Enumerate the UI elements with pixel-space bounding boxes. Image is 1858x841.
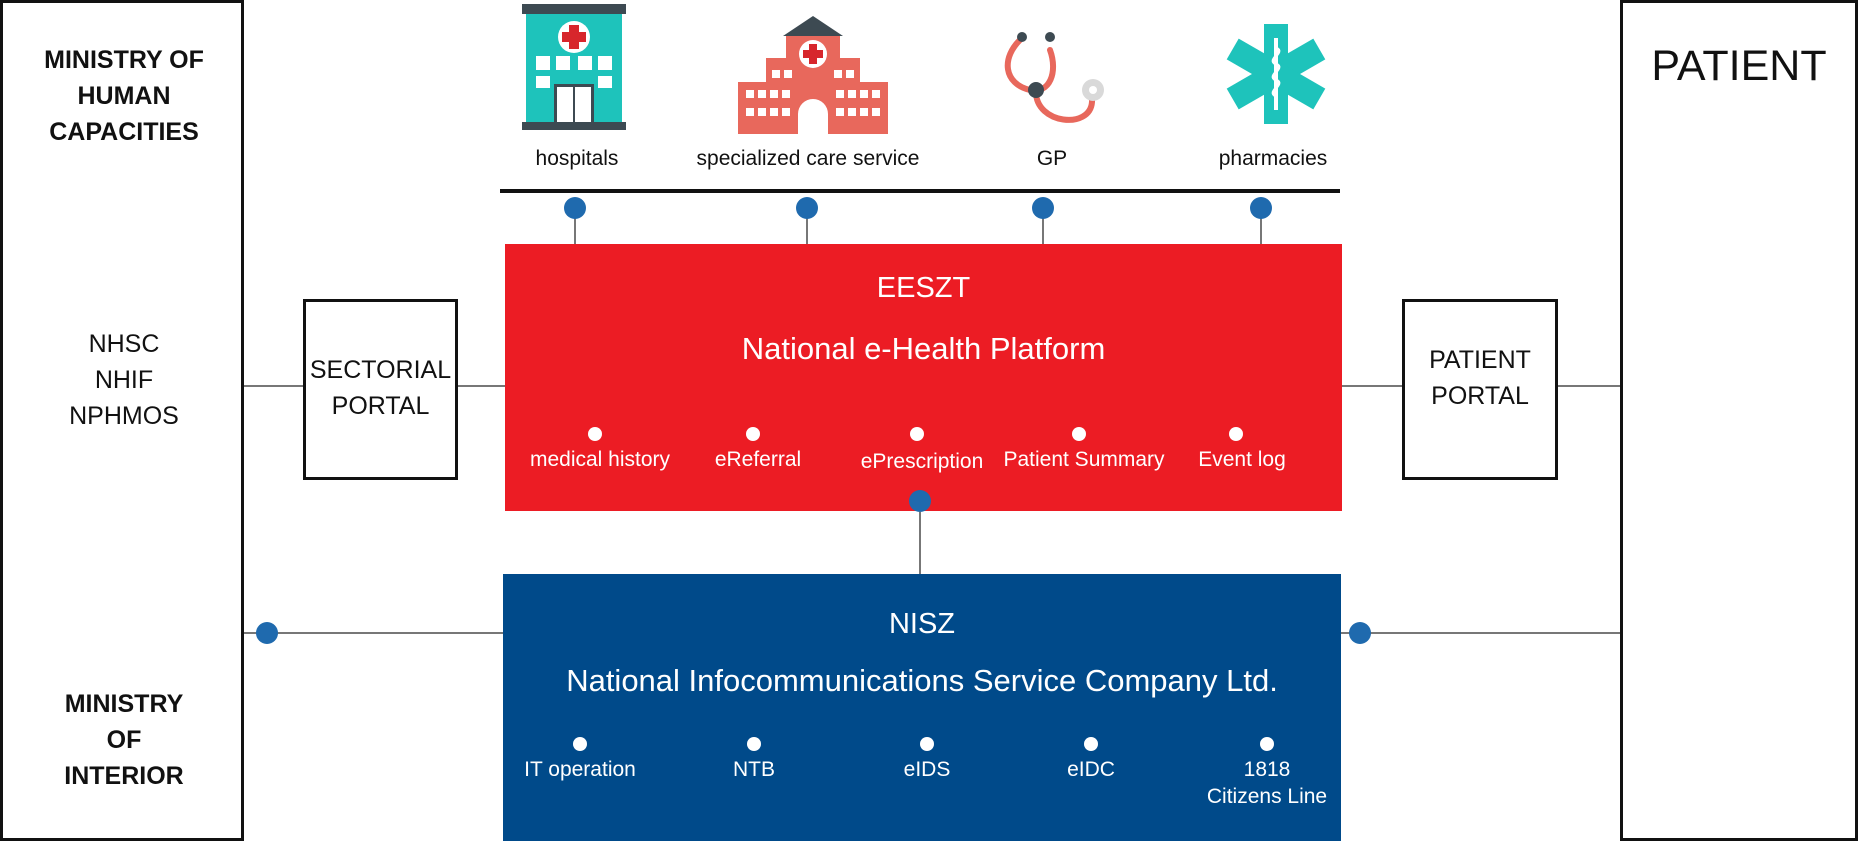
eeszt-title: EESZT bbox=[876, 272, 971, 304]
service-ereferral: eReferral bbox=[714, 448, 802, 471]
nisz-title: NISZ bbox=[888, 608, 956, 640]
connector-dot bbox=[1250, 197, 1272, 219]
service-dot bbox=[588, 427, 602, 441]
agency-list: NHSC NHIF NPHMOS bbox=[69, 330, 179, 430]
connector-line bbox=[244, 632, 503, 634]
service-it-operation: IT operation bbox=[524, 758, 636, 781]
clinic-building-icon bbox=[738, 16, 888, 134]
service-eids: eIDS bbox=[903, 758, 951, 781]
service-medical-history: medical history bbox=[529, 448, 671, 471]
connector-line bbox=[1042, 208, 1044, 244]
connector-dot bbox=[256, 622, 278, 644]
connector-dot bbox=[564, 197, 586, 219]
connector-dot bbox=[1032, 197, 1054, 219]
sectorial-portal-box bbox=[303, 299, 458, 480]
provider-bus-line bbox=[500, 189, 1340, 193]
service-patient-summary: Patient Summary bbox=[1003, 448, 1165, 471]
nisz-subtitle: National Infocommunications Service Comp… bbox=[566, 663, 1278, 698]
star-of-life-icon bbox=[1226, 24, 1326, 124]
ministry-human-capacities: MINISTRY OF HUMAN CAPACITIES bbox=[44, 46, 204, 146]
provider-label-pharmacies: pharmacies bbox=[1218, 147, 1328, 170]
connector-line bbox=[806, 208, 808, 244]
patient-portal-label: PATIENT PORTAL bbox=[1429, 346, 1531, 410]
hospital-icon bbox=[522, 4, 626, 130]
connector-line bbox=[574, 208, 576, 244]
service-dot bbox=[746, 427, 760, 441]
service-dot bbox=[573, 737, 587, 751]
patient-panel bbox=[1620, 0, 1858, 841]
service-eprescription: ePrescription bbox=[860, 450, 984, 473]
connector-line bbox=[1260, 208, 1262, 244]
service-dot bbox=[747, 737, 761, 751]
stethoscope-icon bbox=[1000, 28, 1110, 134]
left-panel bbox=[0, 0, 244, 841]
service-event-log: Event log bbox=[1198, 448, 1286, 471]
sectorial-portal-label: SECTORIAL PORTAL bbox=[309, 356, 452, 420]
provider-label-gp: GP bbox=[1036, 147, 1068, 170]
connector-line bbox=[919, 512, 921, 574]
service-eidc: eIDC bbox=[1067, 758, 1115, 781]
patient-portal-box bbox=[1402, 299, 1558, 480]
service-dot bbox=[910, 427, 924, 441]
connector-dot bbox=[1349, 622, 1371, 644]
connector-line bbox=[458, 385, 505, 387]
ministry-interior: MINISTRY OF INTERIOR bbox=[64, 690, 184, 790]
connector-line bbox=[1342, 385, 1403, 387]
service-dot bbox=[1084, 737, 1098, 751]
connector-line bbox=[1341, 632, 1620, 634]
eeszt-platform: EESZT National e-Health Platform medical… bbox=[505, 244, 1342, 511]
service-dot bbox=[1260, 737, 1274, 751]
provider-label-hospitals: hospitals bbox=[535, 147, 619, 170]
connector-dot bbox=[796, 197, 818, 219]
service-citizens-line: 1818 Citizens Line bbox=[1206, 758, 1328, 808]
connector-dot bbox=[909, 490, 931, 512]
connector-line bbox=[1558, 385, 1620, 387]
eeszt-subtitle: National e-Health Platform bbox=[741, 331, 1106, 366]
patient-label: PATIENT bbox=[1651, 42, 1827, 90]
service-dot bbox=[920, 737, 934, 751]
service-dot bbox=[1229, 427, 1243, 441]
service-dot bbox=[1072, 427, 1086, 441]
nisz-company: NISZ National Infocommunications Service… bbox=[503, 574, 1341, 841]
service-ntb: NTB bbox=[733, 758, 775, 781]
provider-label-specialized-care: specialized care service bbox=[696, 147, 920, 170]
connector-line bbox=[244, 385, 304, 387]
